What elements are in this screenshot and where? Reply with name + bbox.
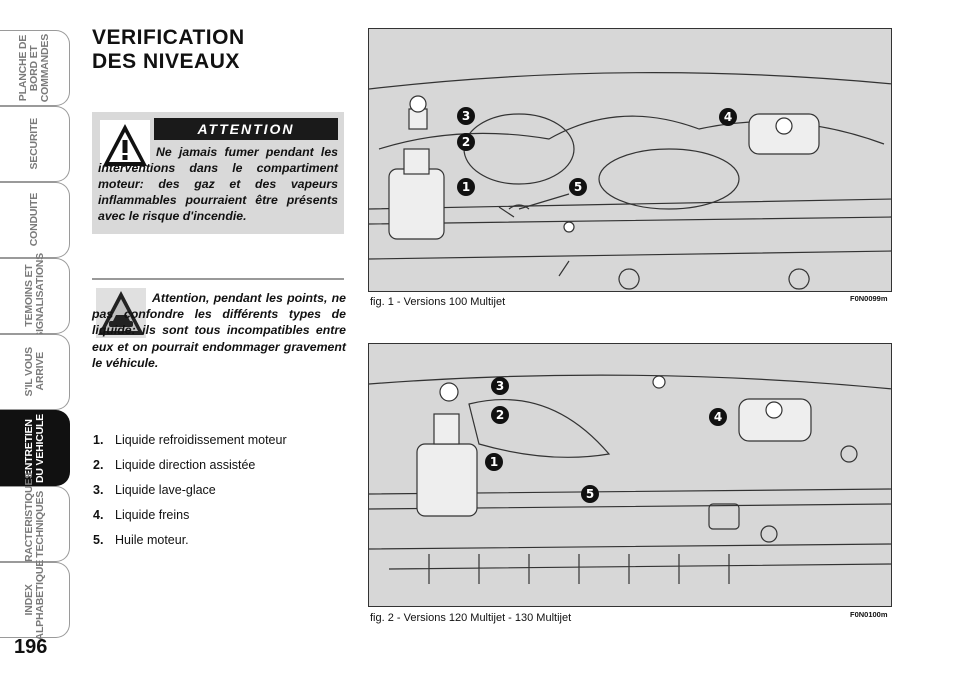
callout-4: 4 <box>709 408 727 426</box>
tab-label: CONDUITE <box>28 193 40 247</box>
tab-caracteristiques[interactable]: CARACTERISTIQUES TECHNIQUES <box>0 472 70 576</box>
tab-label: SECURITE <box>28 118 40 170</box>
callout-2: 2 <box>457 133 475 151</box>
divider <box>92 278 344 280</box>
callout-4: 4 <box>719 108 737 126</box>
note-text: Attention, pendant les points, ne pas co… <box>92 291 346 370</box>
figure-code: F0N0099m <box>850 294 888 303</box>
car-warning-icon <box>96 288 146 338</box>
tab-entretien[interactable]: ENTRETIEN DU VEHICULE <box>0 410 70 486</box>
callout-1: 1 <box>457 178 475 196</box>
page-title: VERIFICATION DES NIVEAUX <box>92 26 245 73</box>
engine-illustration-fig2: 1 2 3 4 5 <box>368 343 892 607</box>
fluid-legend: 1.Liquide refroidissement moteur 2.Liqui… <box>93 428 287 553</box>
list-item: 4.Liquide freins <box>93 508 190 522</box>
callout-2: 2 <box>491 406 509 424</box>
tab-planche-de-bord[interactable]: PLANCHE DE BORD ET COMMANDES <box>0 30 70 106</box>
tab-label: S'IL VOUS ARRIVE <box>22 347 46 397</box>
tab-label: INDEX ALPHABETIQUE <box>22 559 46 641</box>
tab-sil-vous-arrive[interactable]: S'IL VOUS ARRIVE <box>0 334 70 410</box>
warning-heading: ATTENTION <box>154 118 338 140</box>
callout-3: 3 <box>491 377 509 395</box>
list-item: 1.Liquide refroidissement moteur <box>93 433 287 447</box>
engine-illustration-fig1: 1 2 3 4 5 <box>368 28 892 292</box>
tab-label: PLANCHE DE BORD ET COMMANDES <box>17 33 51 103</box>
tab-securite[interactable]: SECURITE <box>0 106 70 182</box>
callout-1: 1 <box>485 453 503 471</box>
warning-box: ATTENTION Ne jamais fumer pendant les in… <box>92 112 344 234</box>
callout-5: 5 <box>581 485 599 503</box>
tab-conduite[interactable]: CONDUITE <box>0 182 70 258</box>
figure-caption: fig. 2 - Versions 120 Multijet - 130 Mul… <box>370 612 572 624</box>
figure-caption: fig. 1 - Versions 100 Multijet <box>370 296 506 308</box>
figure-code: F0N0100m <box>850 610 888 619</box>
list-item: 3.Liquide lave-glace <box>93 483 216 497</box>
tab-temoins[interactable]: TEMOINS ET SIGNALISATIONS <box>0 253 70 339</box>
warning-text: Ne jamais fumer pendant les intervention… <box>98 145 338 223</box>
tab-index[interactable]: INDEX ALPHABETIQUE <box>0 559 70 641</box>
page-number: 196 <box>14 636 48 658</box>
callout-5: 5 <box>569 178 587 196</box>
callout-3: 3 <box>457 107 475 125</box>
list-item: 5.Huile moteur. <box>93 533 189 547</box>
list-item: 2.Liquide direction assistée <box>93 458 256 472</box>
tab-label: TEMOINS ET SIGNALISATIONS <box>22 253 46 339</box>
warning-triangle-icon <box>100 120 150 170</box>
